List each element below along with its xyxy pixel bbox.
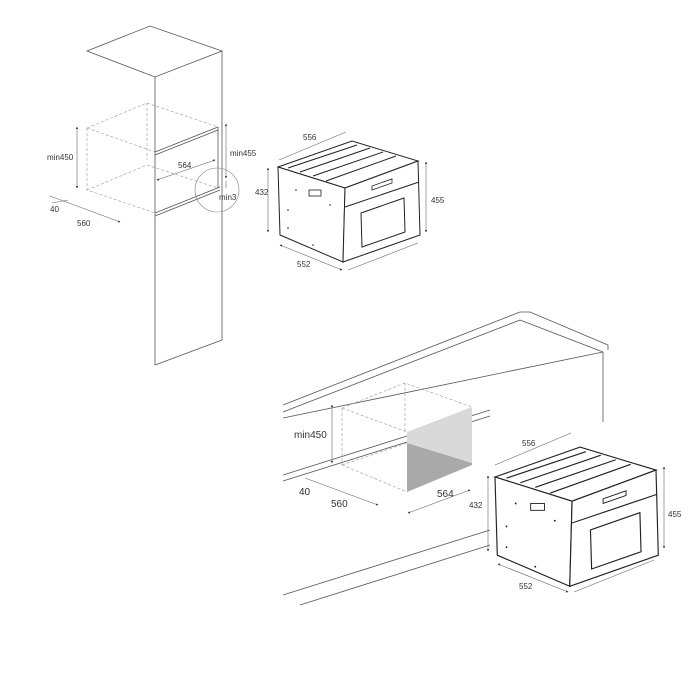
oven-front-height-label: 455 xyxy=(431,196,445,205)
oven-side-height-label-2: 432 xyxy=(469,501,483,510)
clearance-label: min3 xyxy=(219,193,237,202)
oven-depth-label: 552 xyxy=(297,260,311,269)
gap-label-2: 40 xyxy=(299,487,311,498)
niche-width-label: 564 xyxy=(178,161,192,170)
niche-back-panel xyxy=(407,407,472,463)
niche-height-label-2: min450 xyxy=(294,430,327,441)
oven-side-height-label: 432 xyxy=(255,188,269,197)
niche-height-label: min450 xyxy=(47,153,74,162)
niche-width-label-2: 564 xyxy=(437,489,454,500)
oven-bottom: 556 432 455 552 xyxy=(469,432,682,593)
detail-circle xyxy=(194,167,240,213)
oven-width-label: 556 xyxy=(303,133,317,142)
niche-depth-label-2: 560 xyxy=(331,499,348,510)
oven-front-height-label-2: 455 xyxy=(668,510,682,519)
oven-top: 556 432 455 552 xyxy=(255,131,445,271)
niche-depth-label: 560 xyxy=(77,219,91,228)
oven-depth-label-2: 552 xyxy=(519,582,533,591)
gap-label: 40 xyxy=(50,205,59,214)
base-cabinet: min450 40 560 564 xyxy=(282,311,609,606)
cabinet-height-label: min455 xyxy=(230,149,257,158)
tall-cabinet: min450 40 560 564 min455 min3 xyxy=(47,25,257,366)
oven-width-label-2: 556 xyxy=(522,439,536,448)
niche-floor-panel xyxy=(407,443,472,492)
